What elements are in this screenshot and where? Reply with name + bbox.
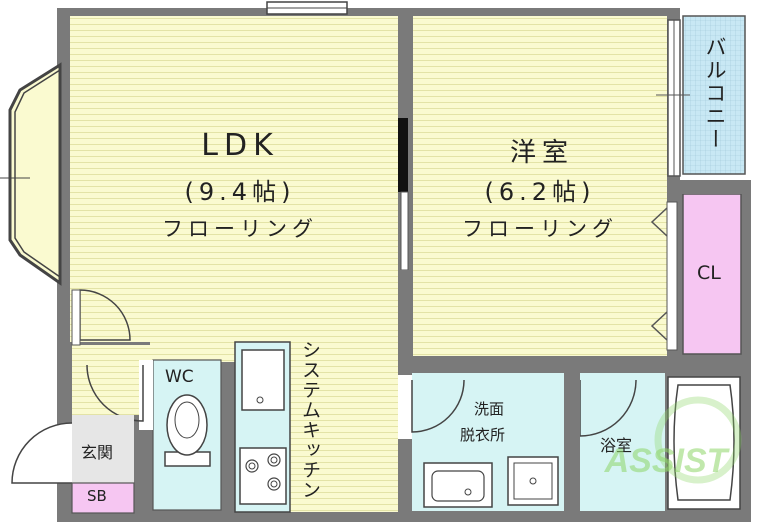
washroom-label-line2: 脱衣所 — [460, 426, 506, 444]
western-floor — [413, 16, 667, 356]
ldk-name: LDK — [201, 128, 279, 163]
western-room-flooring: フローリング — [462, 217, 618, 241]
bath-door — [579, 379, 637, 437]
corridor-door — [79, 289, 131, 341]
kitchen-floor — [290, 342, 398, 512]
western-room-name: 洋室 — [509, 138, 574, 168]
stove — [239, 447, 287, 505]
entrance-door — [11, 422, 73, 484]
corridor-floor — [72, 345, 152, 415]
washroom-door — [411, 379, 465, 433]
ldk-floor — [70, 16, 398, 342]
balcony — [682, 15, 746, 175]
bay-window — [8, 62, 62, 286]
balcony-label: バルコニー — [703, 36, 727, 151]
entrance-floor — [72, 415, 134, 483]
closet-label: CL — [697, 262, 721, 284]
bath-label: 浴室 — [600, 436, 633, 455]
wc-door — [86, 364, 144, 422]
ldk-size: (9.4帖) — [184, 178, 296, 206]
wc-label: WC — [165, 367, 194, 387]
entrance-label: 玄関 — [81, 443, 114, 462]
shoe-box-label: SB — [87, 487, 107, 505]
washing-machine-pan — [507, 456, 559, 506]
kitchen-sink — [241, 349, 285, 411]
kitchen-label: システムキッチン — [299, 340, 321, 500]
washroom-label-line1: 洗面 — [474, 400, 505, 418]
bath-floor — [580, 373, 665, 511]
sliding-door — [398, 118, 408, 192]
bathtub — [667, 376, 741, 510]
toilet-bowl — [166, 394, 208, 456]
shoe-box — [71, 482, 135, 514]
ldk-flooring: フローリング — [162, 217, 318, 241]
western-room-size: (6.2帖) — [484, 178, 596, 206]
